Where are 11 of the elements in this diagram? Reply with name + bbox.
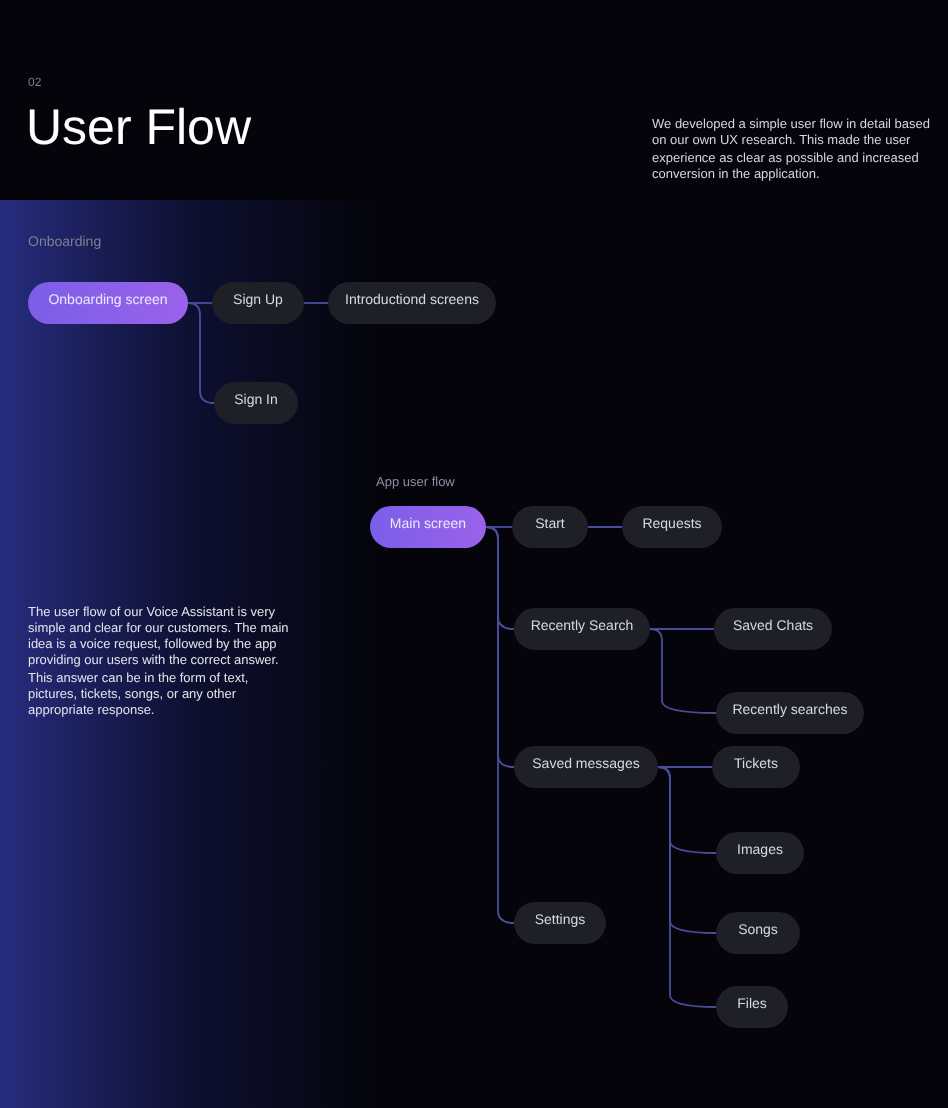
connector-line [187, 302, 215, 404]
connector-line [587, 526, 623, 528]
title: User Flow [26, 104, 252, 154]
connector-line [485, 526, 513, 528]
connector-line [649, 628, 717, 714]
connector-line [187, 302, 213, 304]
connector-line [485, 526, 515, 924]
connector-line [303, 302, 329, 304]
connector-line [657, 766, 713, 768]
connector-line [649, 628, 715, 630]
connector-line [657, 766, 717, 1008]
